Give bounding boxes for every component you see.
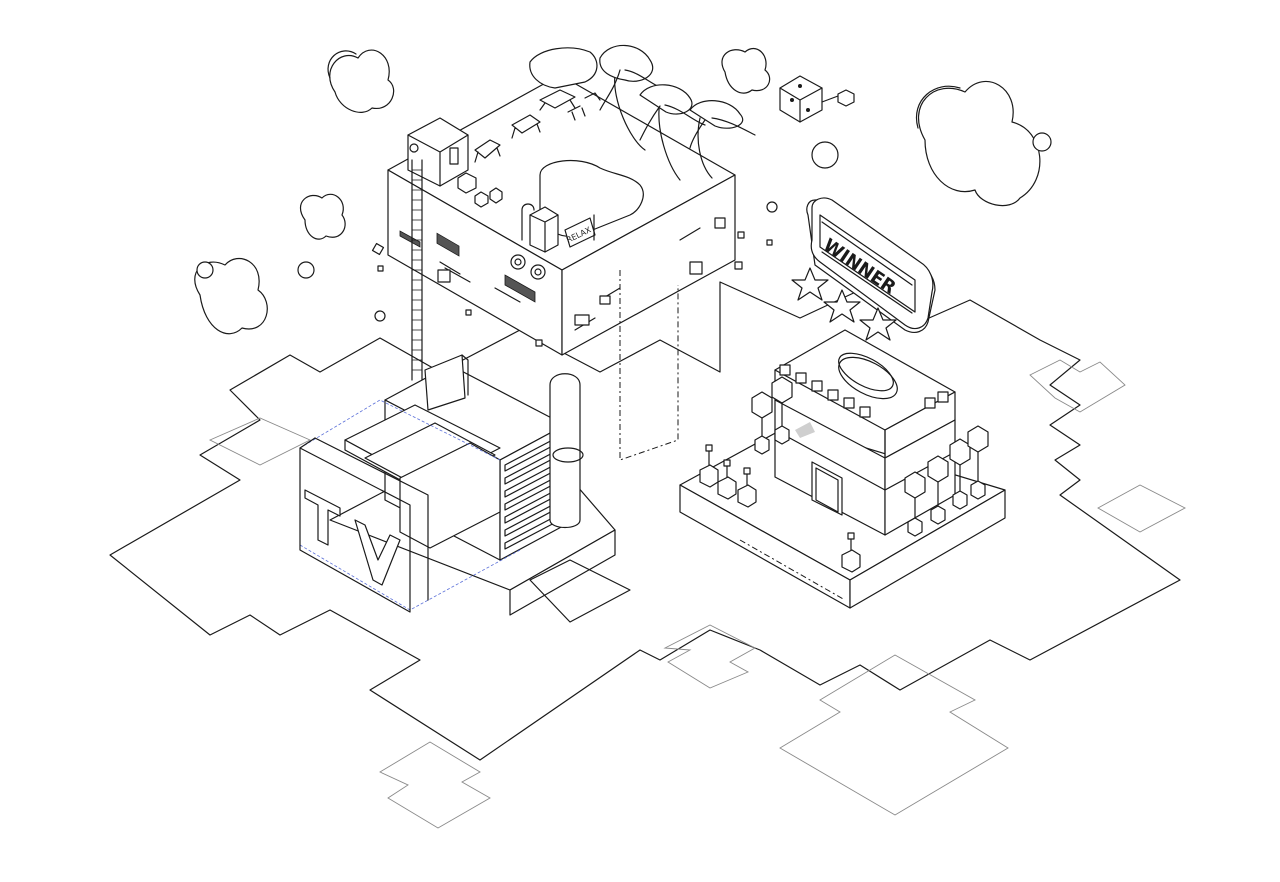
lantern-icon <box>771 376 793 445</box>
casino-building <box>679 329 1006 609</box>
winner-sign: WINNER <box>791 197 936 341</box>
cloud-icon <box>194 257 268 335</box>
clouds <box>194 47 1052 335</box>
cloud-icon <box>299 193 346 240</box>
palm-tree-icon <box>689 100 756 179</box>
star-icon <box>791 267 829 301</box>
lantern-icon <box>904 471 926 537</box>
bubble-icon <box>811 141 839 169</box>
cloud-icon <box>915 80 1052 207</box>
ground-platform <box>109 281 1181 761</box>
lantern-icon <box>927 455 949 525</box>
battlements <box>779 364 949 418</box>
lantern-icon <box>751 391 773 455</box>
lantern-icon <box>967 425 989 500</box>
bubble-icon <box>766 201 778 213</box>
vent-stripes <box>504 435 561 550</box>
ladder-rungs <box>412 169 422 371</box>
star-icon <box>823 289 861 323</box>
dice-icon <box>779 75 855 123</box>
bubble-icon <box>374 310 386 322</box>
star-icon <box>859 307 897 341</box>
floating-tiles <box>208 359 1186 829</box>
tv-studio-building: TV <box>299 354 631 623</box>
small-post-icon <box>841 532 861 573</box>
bubble-icon <box>297 261 315 279</box>
small-post-icon <box>717 459 737 500</box>
floating-island-building: RELAX <box>371 44 773 461</box>
small-post-icon <box>737 467 757 508</box>
lantern-icon <box>949 438 971 510</box>
cloud-icon <box>721 47 771 94</box>
cloud-icon <box>327 49 395 113</box>
tv-letters: TV <box>304 489 401 586</box>
ladder-tower <box>407 117 469 381</box>
